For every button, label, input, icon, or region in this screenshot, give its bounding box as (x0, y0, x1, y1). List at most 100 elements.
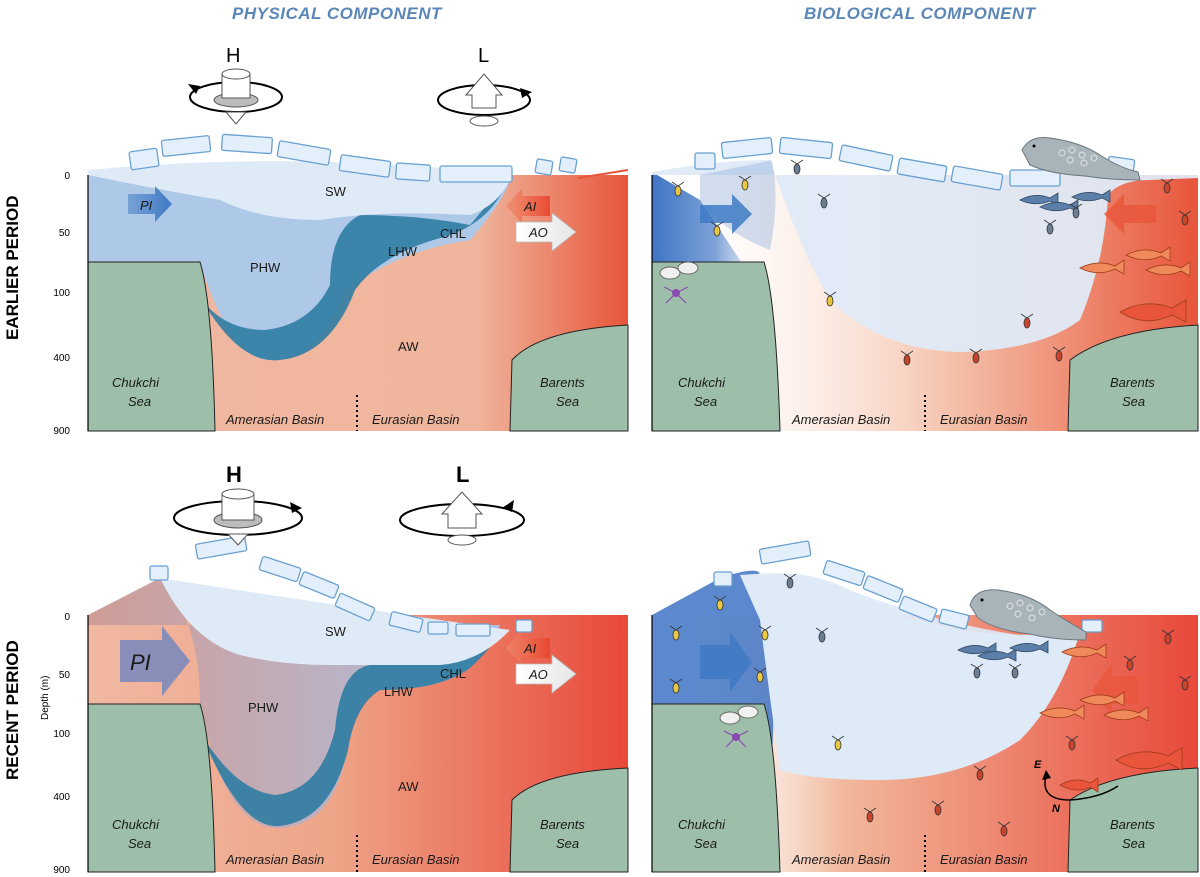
surface-water-layer-recent (160, 578, 510, 665)
chukchi-sea-label: Sea (128, 394, 151, 409)
atlantic-inflow-arrow-recent: AI (506, 631, 550, 665)
svg-text:PI: PI (140, 198, 153, 213)
svg-text:Amerasian Basin: Amerasian Basin (225, 852, 324, 867)
atlantic-outflow-arrow-recent: AO (515, 654, 577, 694)
svg-text:50: 50 (59, 670, 71, 681)
svg-text:AO: AO (528, 667, 548, 682)
northeast-shift-arrow: E N (1034, 759, 1119, 815)
svg-text:Sea: Sea (1122, 394, 1145, 409)
svg-text:Eurasian Basin: Eurasian Basin (372, 852, 459, 867)
high-label: H (226, 45, 240, 67)
labels-earlier-biological: Chukchi Sea Barents Sea Amerasian Basin … (678, 375, 1155, 427)
atlantic-inflow-arrow-bio (1104, 194, 1156, 234)
sw-label: SW (325, 184, 347, 199)
panel-recent-biological: E N (651, 540, 1199, 873)
low-pressure-symbol-earlier: L (437, 45, 532, 127)
svg-text:100: 100 (53, 729, 70, 740)
svg-text:Sea: Sea (556, 836, 579, 851)
svg-text:0: 0 (64, 612, 70, 623)
depth-tick: 400 (53, 353, 70, 364)
pacific-inflow-arrow: PI (128, 186, 172, 222)
atlantic-fish-icon-recent (1039, 643, 1183, 793)
east-label: E (1034, 759, 1042, 771)
depth-axis-recent: Depth (m) 0 50 100 400 900 (40, 612, 70, 876)
low-label: L (478, 45, 489, 67)
high-pressure-symbol-recent: H (173, 462, 303, 546)
sea-ice (128, 133, 578, 183)
north-label: N (1052, 803, 1061, 815)
svg-text:AO: AO (528, 225, 548, 240)
panel-earlier-physical (87, 133, 629, 432)
depth-axis-earlier: Depth (m) 0 50 100 400 900 (53, 171, 71, 437)
svg-text:Amerasian Basin: Amerasian Basin (791, 852, 890, 867)
svg-text:Eurasian Basin: Eurasian Basin (940, 852, 1027, 867)
svg-text:H: H (226, 462, 242, 487)
eurasian-basin-label: Eurasian Basin (372, 412, 459, 427)
svg-text:Sea: Sea (1122, 836, 1145, 851)
labels-earlier-physical: SW PHW LHW CHL AW Chukchi Sea Barents Se… (112, 184, 585, 427)
svg-text:900: 900 (53, 865, 70, 876)
arctic-cod-school-icon (1019, 189, 1111, 213)
svg-text:AI: AI (523, 199, 537, 214)
chukchi-shelf-bio (651, 261, 781, 432)
pacific-inflow-arrow-recent: PI (120, 626, 190, 696)
chukchi-shelf-bio-recent (651, 703, 781, 873)
chukchi-shelf-recent (87, 703, 216, 873)
svg-text:Chukchi: Chukchi (678, 375, 726, 390)
benthic-organism-icon (659, 261, 699, 304)
depth-tick: 0 (64, 171, 70, 182)
svg-text:CHL: CHL (440, 666, 466, 681)
panel-earlier-biological (651, 136, 1199, 432)
svg-text:400: 400 (53, 792, 70, 803)
phw-label: PHW (250, 260, 281, 275)
chukchi-shelf (87, 261, 216, 432)
labels-recent-physical: SW PHW LHW CHL AW Chukchi Sea Barents Se… (112, 624, 585, 867)
svg-text:AW: AW (398, 779, 419, 794)
svg-text:PHW: PHW (248, 700, 279, 715)
amerasian-basin-label: Amerasian Basin (225, 412, 324, 427)
barents-shelf-bio (1067, 324, 1199, 432)
atlantic-inflow-arrow: AI (506, 189, 550, 223)
svg-text:Eurasian Basin: Eurasian Basin (940, 412, 1027, 427)
sea-ice-recent (149, 535, 533, 637)
svg-text:Amerasian Basin: Amerasian Basin (791, 412, 890, 427)
depth-tick: 900 (53, 426, 70, 437)
high-pressure-symbol-earlier: H (188, 45, 283, 125)
svg-text:Sea: Sea (694, 836, 717, 851)
svg-text:Chukchi: Chukchi (112, 817, 160, 832)
seal-icon (1021, 137, 1141, 181)
depth-tick: 50 (59, 228, 71, 239)
svg-text:LHW: LHW (384, 684, 414, 699)
atlantic-outflow-arrow: AO (515, 212, 577, 252)
svg-text:Sea: Sea (128, 836, 151, 851)
zooplankton-icons (671, 159, 1192, 366)
barents-sea-label: Sea (556, 394, 579, 409)
svg-text:Sea: Sea (694, 394, 717, 409)
barents-shelf-recent (509, 767, 629, 873)
low-pressure-symbol-recent: L (399, 462, 525, 546)
svg-text:Depth (m): Depth (m) (40, 676, 51, 720)
lhw-label: LHW (388, 244, 418, 259)
labels-recent-biological: Chukchi Sea Barents Sea Amerasian Basin … (678, 817, 1155, 867)
barents-shelf (509, 324, 629, 432)
benthic-organism-icon-recent (719, 705, 759, 748)
svg-text:L: L (456, 462, 469, 487)
pacific-inflow-arrow-bio-recent (700, 632, 752, 692)
sea-ice-bio-recent (713, 540, 1103, 633)
seal-icon-recent (969, 589, 1087, 641)
sea-ice-bio (694, 136, 1136, 191)
aw-label: AW (398, 339, 419, 354)
svg-text:Chukchi: Chukchi (678, 817, 726, 832)
chukchi-label: Chukchi (112, 375, 160, 390)
atlantic-fish-icon (1079, 246, 1191, 323)
halocline-band (202, 180, 508, 361)
biological-component-header: BIOLOGICAL COMPONENT (804, 4, 1036, 23)
pacific-inflow-arrow-bio (700, 194, 752, 234)
halocline-band-recent (202, 628, 502, 827)
svg-text:PI: PI (130, 650, 151, 675)
physical-component-header: PHYSICAL COMPONENT (232, 4, 442, 23)
depth-tick: 100 (53, 288, 70, 299)
svg-text:Barents: Barents (1110, 375, 1155, 390)
svg-text:AI: AI (523, 641, 537, 656)
